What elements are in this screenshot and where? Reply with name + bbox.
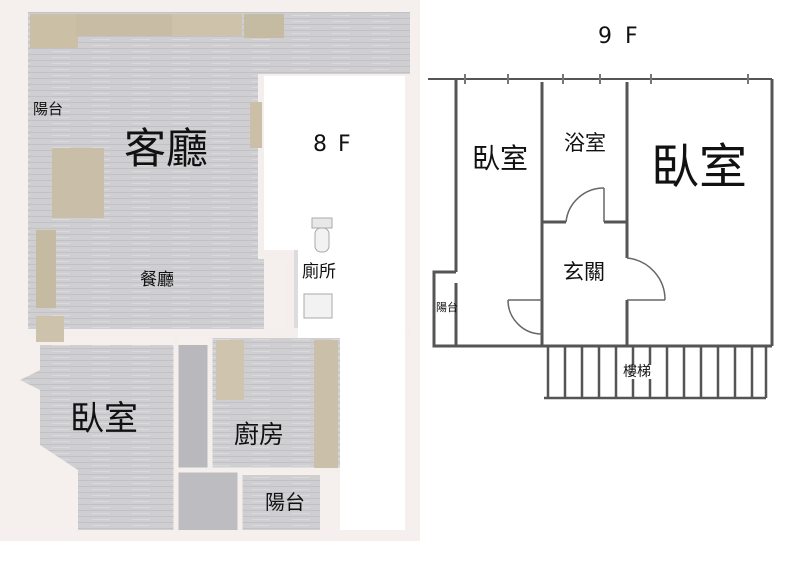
label-9f-bedroom-large: 臥室 xyxy=(651,139,748,195)
floor-9-walls xyxy=(428,78,774,348)
label-8f-balcony-bottom: 陽台 xyxy=(265,490,305,514)
label-8f-floor: 8 F xyxy=(313,132,353,157)
label-9f-bathroom: 浴室 xyxy=(564,131,606,155)
label-8f-toilet: 廁所 xyxy=(302,262,336,282)
label-8f-bedroom: 臥室 xyxy=(70,399,138,439)
label-9f-entrance: 玄關 xyxy=(563,260,605,284)
label-8f-balcony-top: 陽台 xyxy=(33,100,64,118)
floor-8-plan xyxy=(0,0,420,541)
label-9f-floor: 9 F xyxy=(598,24,641,49)
label-8f-living-room: 客廳 xyxy=(124,124,209,173)
floor-9-plan xyxy=(428,74,774,400)
floor-9-doors xyxy=(507,187,666,335)
floor-9-stairs xyxy=(544,346,768,400)
label-9f-stairs: 樓梯 xyxy=(621,364,653,380)
label-8f-kitchen: 廚房 xyxy=(234,420,285,449)
floor-9-windows xyxy=(464,74,749,84)
floor-8-furniture xyxy=(30,14,338,468)
label-8f-dining-room: 餐廳 xyxy=(140,270,174,290)
label-9f-bedroom-small: 臥室 xyxy=(472,142,529,175)
label-9f-balcony: 陽台 xyxy=(436,301,458,314)
